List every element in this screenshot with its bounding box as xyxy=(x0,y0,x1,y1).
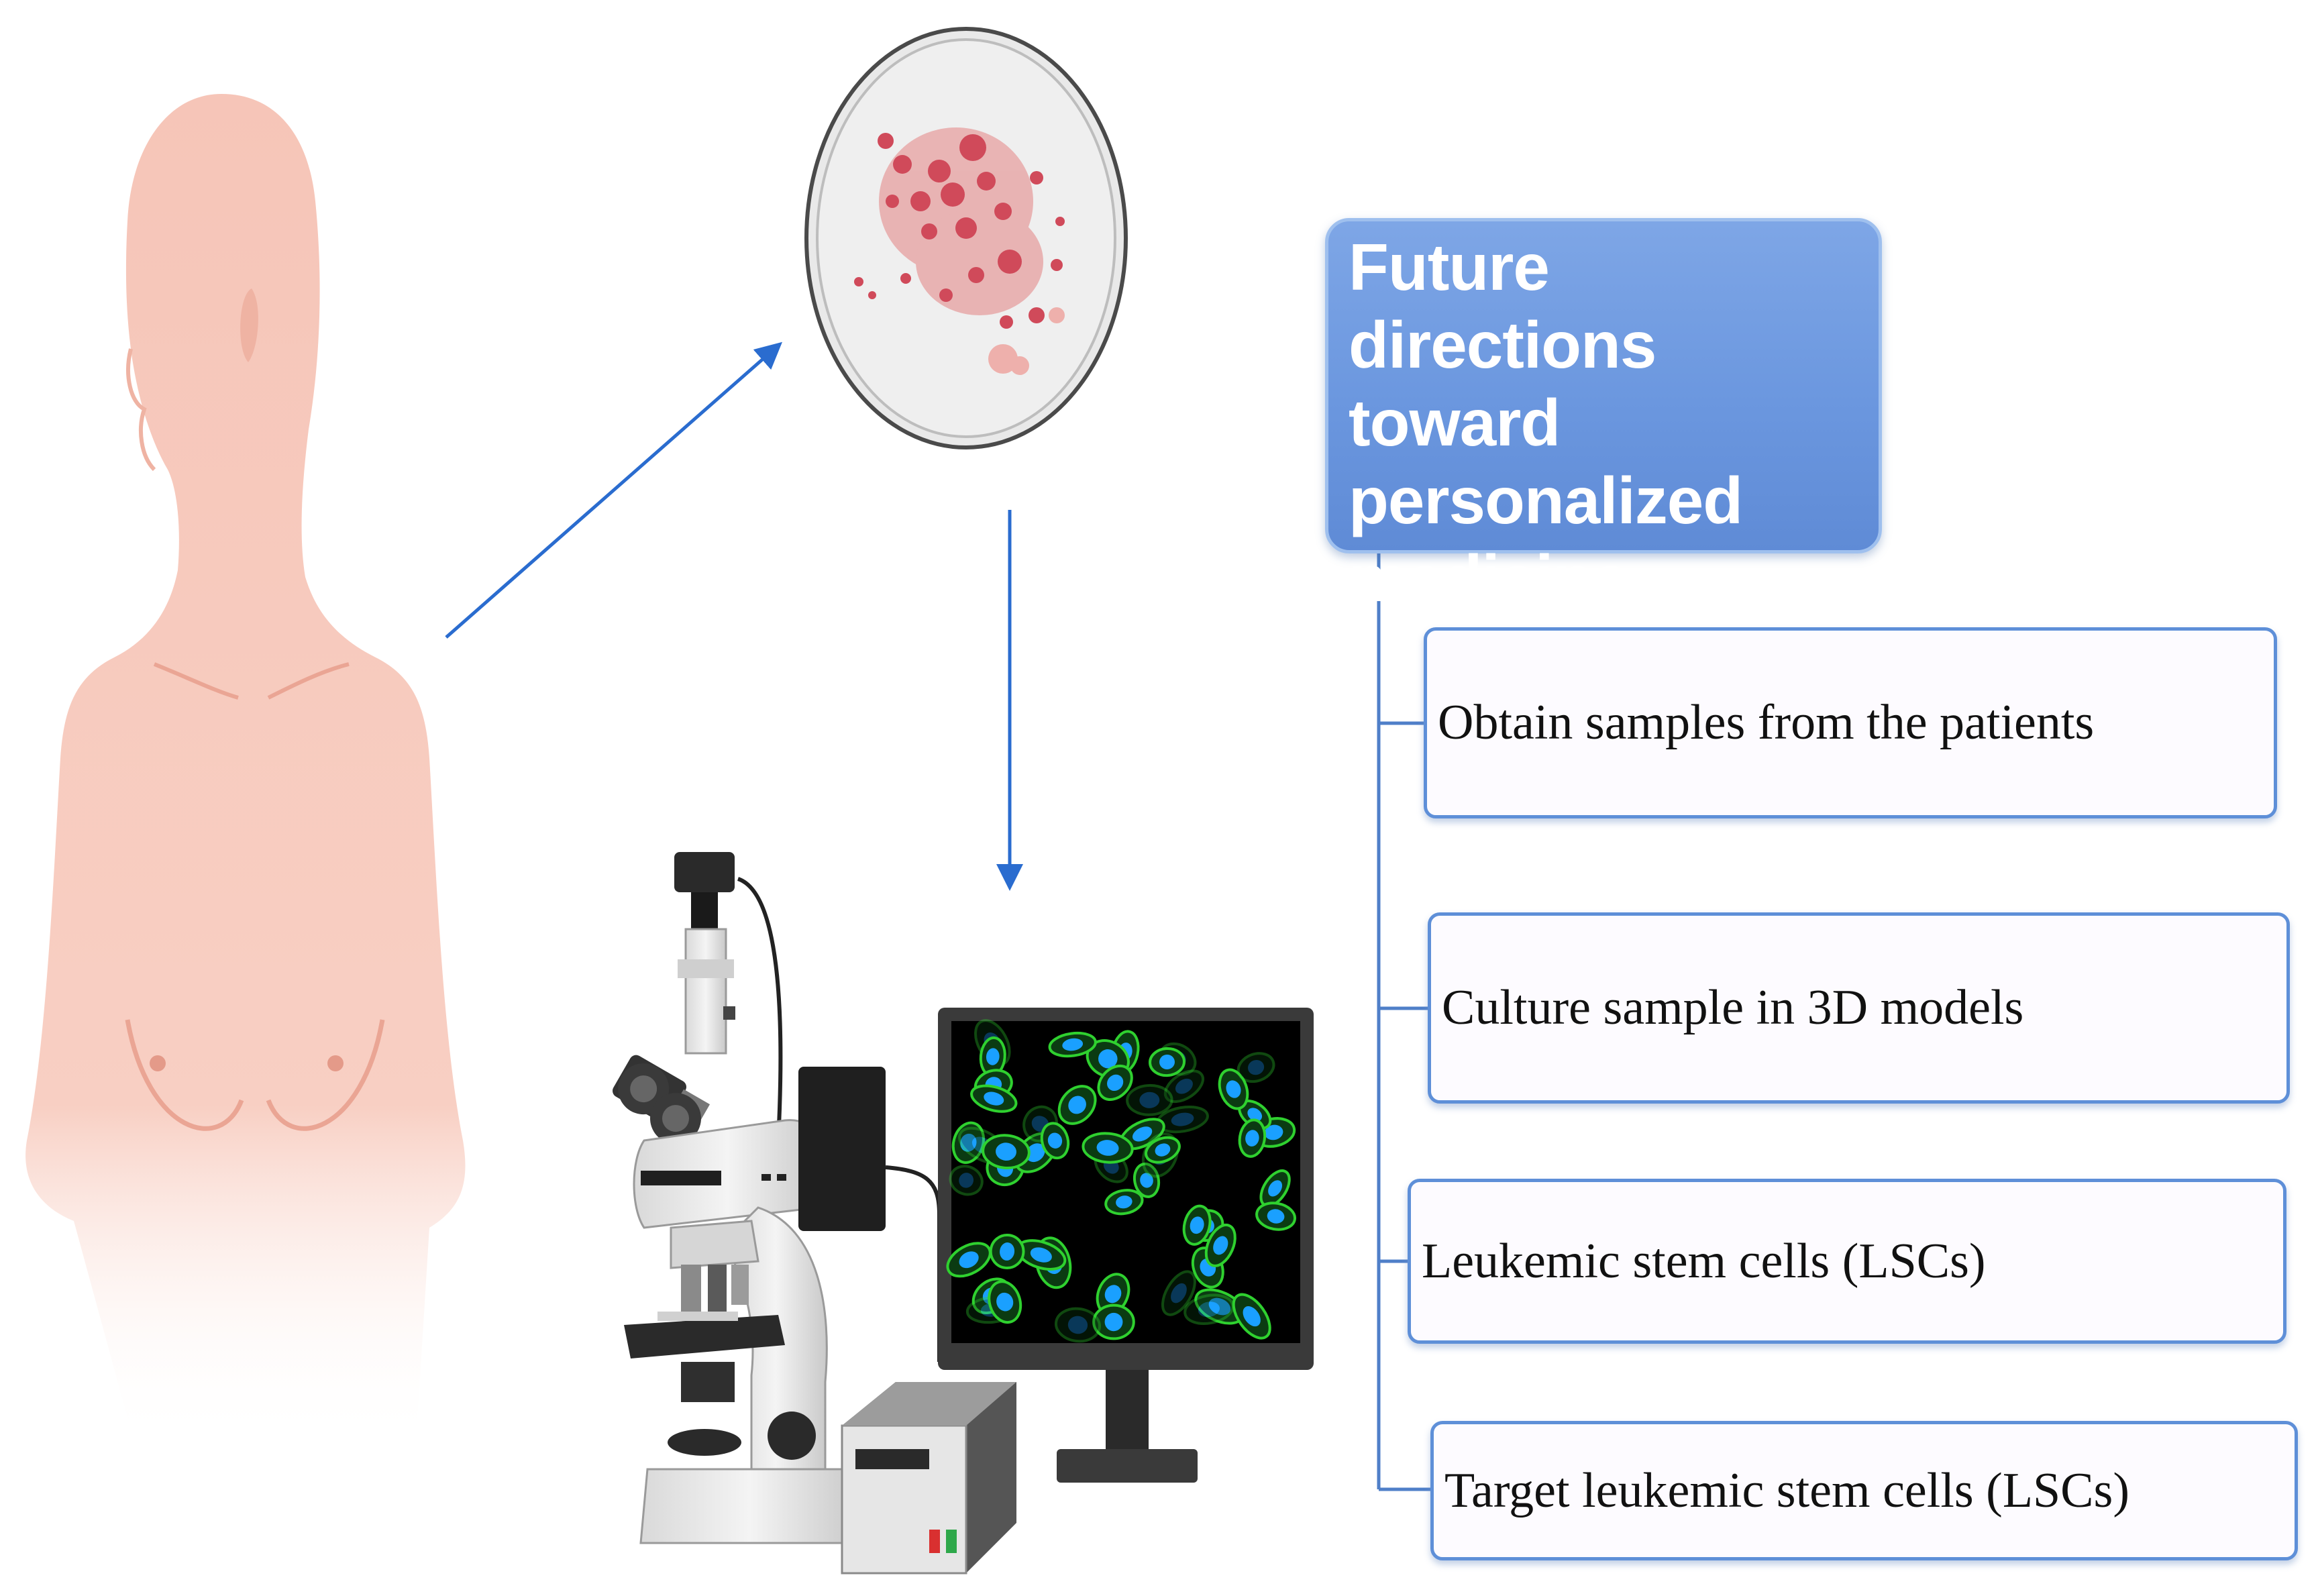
fluorescent-cell xyxy=(1194,1288,1245,1325)
fluorescent-cell xyxy=(1040,1122,1070,1160)
step-box-obtain-samples: Obtain samples from the patients xyxy=(1424,627,2277,818)
fluorescent-cell xyxy=(1048,1031,1097,1058)
step-label: Target leukemic stem cells (LSCs) xyxy=(1444,1462,2129,1518)
fluorescent-cell xyxy=(1182,1204,1212,1246)
fluorescent-cell xyxy=(970,1084,1018,1113)
fluorescent-cell xyxy=(946,1242,992,1278)
fluorescent-cell xyxy=(988,1280,1022,1324)
fluorescent-cell xyxy=(1255,1202,1297,1231)
title-box: Future directions toward personalized me… xyxy=(1325,218,1882,615)
step-box-leukemic-stem-cells: Leukemic stem cells (LSCs) xyxy=(1408,1179,2286,1344)
title-line: personalized xyxy=(1349,464,1743,537)
fluorescent-cell xyxy=(1183,1293,1234,1325)
fluorescent-cell xyxy=(1092,1304,1135,1340)
fluorescent-cell xyxy=(1236,1052,1275,1083)
fluorescent-cell xyxy=(1259,1169,1291,1208)
fluorescent-cell xyxy=(989,1233,1025,1269)
title-line: medicine xyxy=(1349,541,1629,615)
petri-dish-icon xyxy=(804,27,1128,449)
fluorescent-cell xyxy=(1149,1047,1186,1077)
human-torso-icon xyxy=(25,94,466,1442)
fluorescent-cell xyxy=(949,1165,984,1196)
cell-field xyxy=(946,1019,1297,1343)
fluorescent-cell xyxy=(1054,1307,1101,1343)
title-line: toward xyxy=(1349,386,1561,460)
title-line: Future directions xyxy=(1349,230,1656,382)
fluorescent-cell xyxy=(1145,1136,1181,1164)
fluorescent-cell xyxy=(1016,1239,1067,1271)
fluorescent-cell xyxy=(1126,1083,1173,1116)
fluorescent-cell xyxy=(979,1036,1006,1077)
monitor-icon xyxy=(938,1008,1314,1483)
fluorescent-cell xyxy=(1082,1132,1134,1164)
fluorescent-cell xyxy=(1057,1085,1097,1125)
arrow-torso-to-dish xyxy=(445,341,783,639)
connector-tree xyxy=(1377,553,1430,1491)
fluorescent-cell xyxy=(1204,1223,1236,1267)
step-label: Culture sample in 3D models xyxy=(1442,980,2024,1035)
microscope-icon xyxy=(613,852,941,1544)
step-label: Obtain samples from the patients xyxy=(1438,695,2095,750)
step-box-target-lscs: Target leukemic stem cells (LSCs) xyxy=(1430,1421,2298,1560)
controller-box-icon xyxy=(841,1382,1016,1575)
fluorescent-cell xyxy=(1161,1270,1196,1316)
fluorescent-cell xyxy=(1218,1068,1249,1110)
fluorescent-cell xyxy=(1104,1189,1144,1216)
fluorescent-cell xyxy=(1232,1293,1271,1340)
fluorescent-cell xyxy=(1133,1162,1161,1198)
fluorescent-cell xyxy=(1163,1069,1204,1104)
step-label: Leukemic stem cells (LSCs) xyxy=(1422,1233,1986,1289)
fluorescent-cell xyxy=(1238,1118,1267,1158)
step-box-culture-sample: Culture sample in 3D models xyxy=(1428,912,2290,1104)
fluorescent-cell xyxy=(982,1134,1031,1170)
fluorescent-cell xyxy=(1097,1064,1133,1101)
